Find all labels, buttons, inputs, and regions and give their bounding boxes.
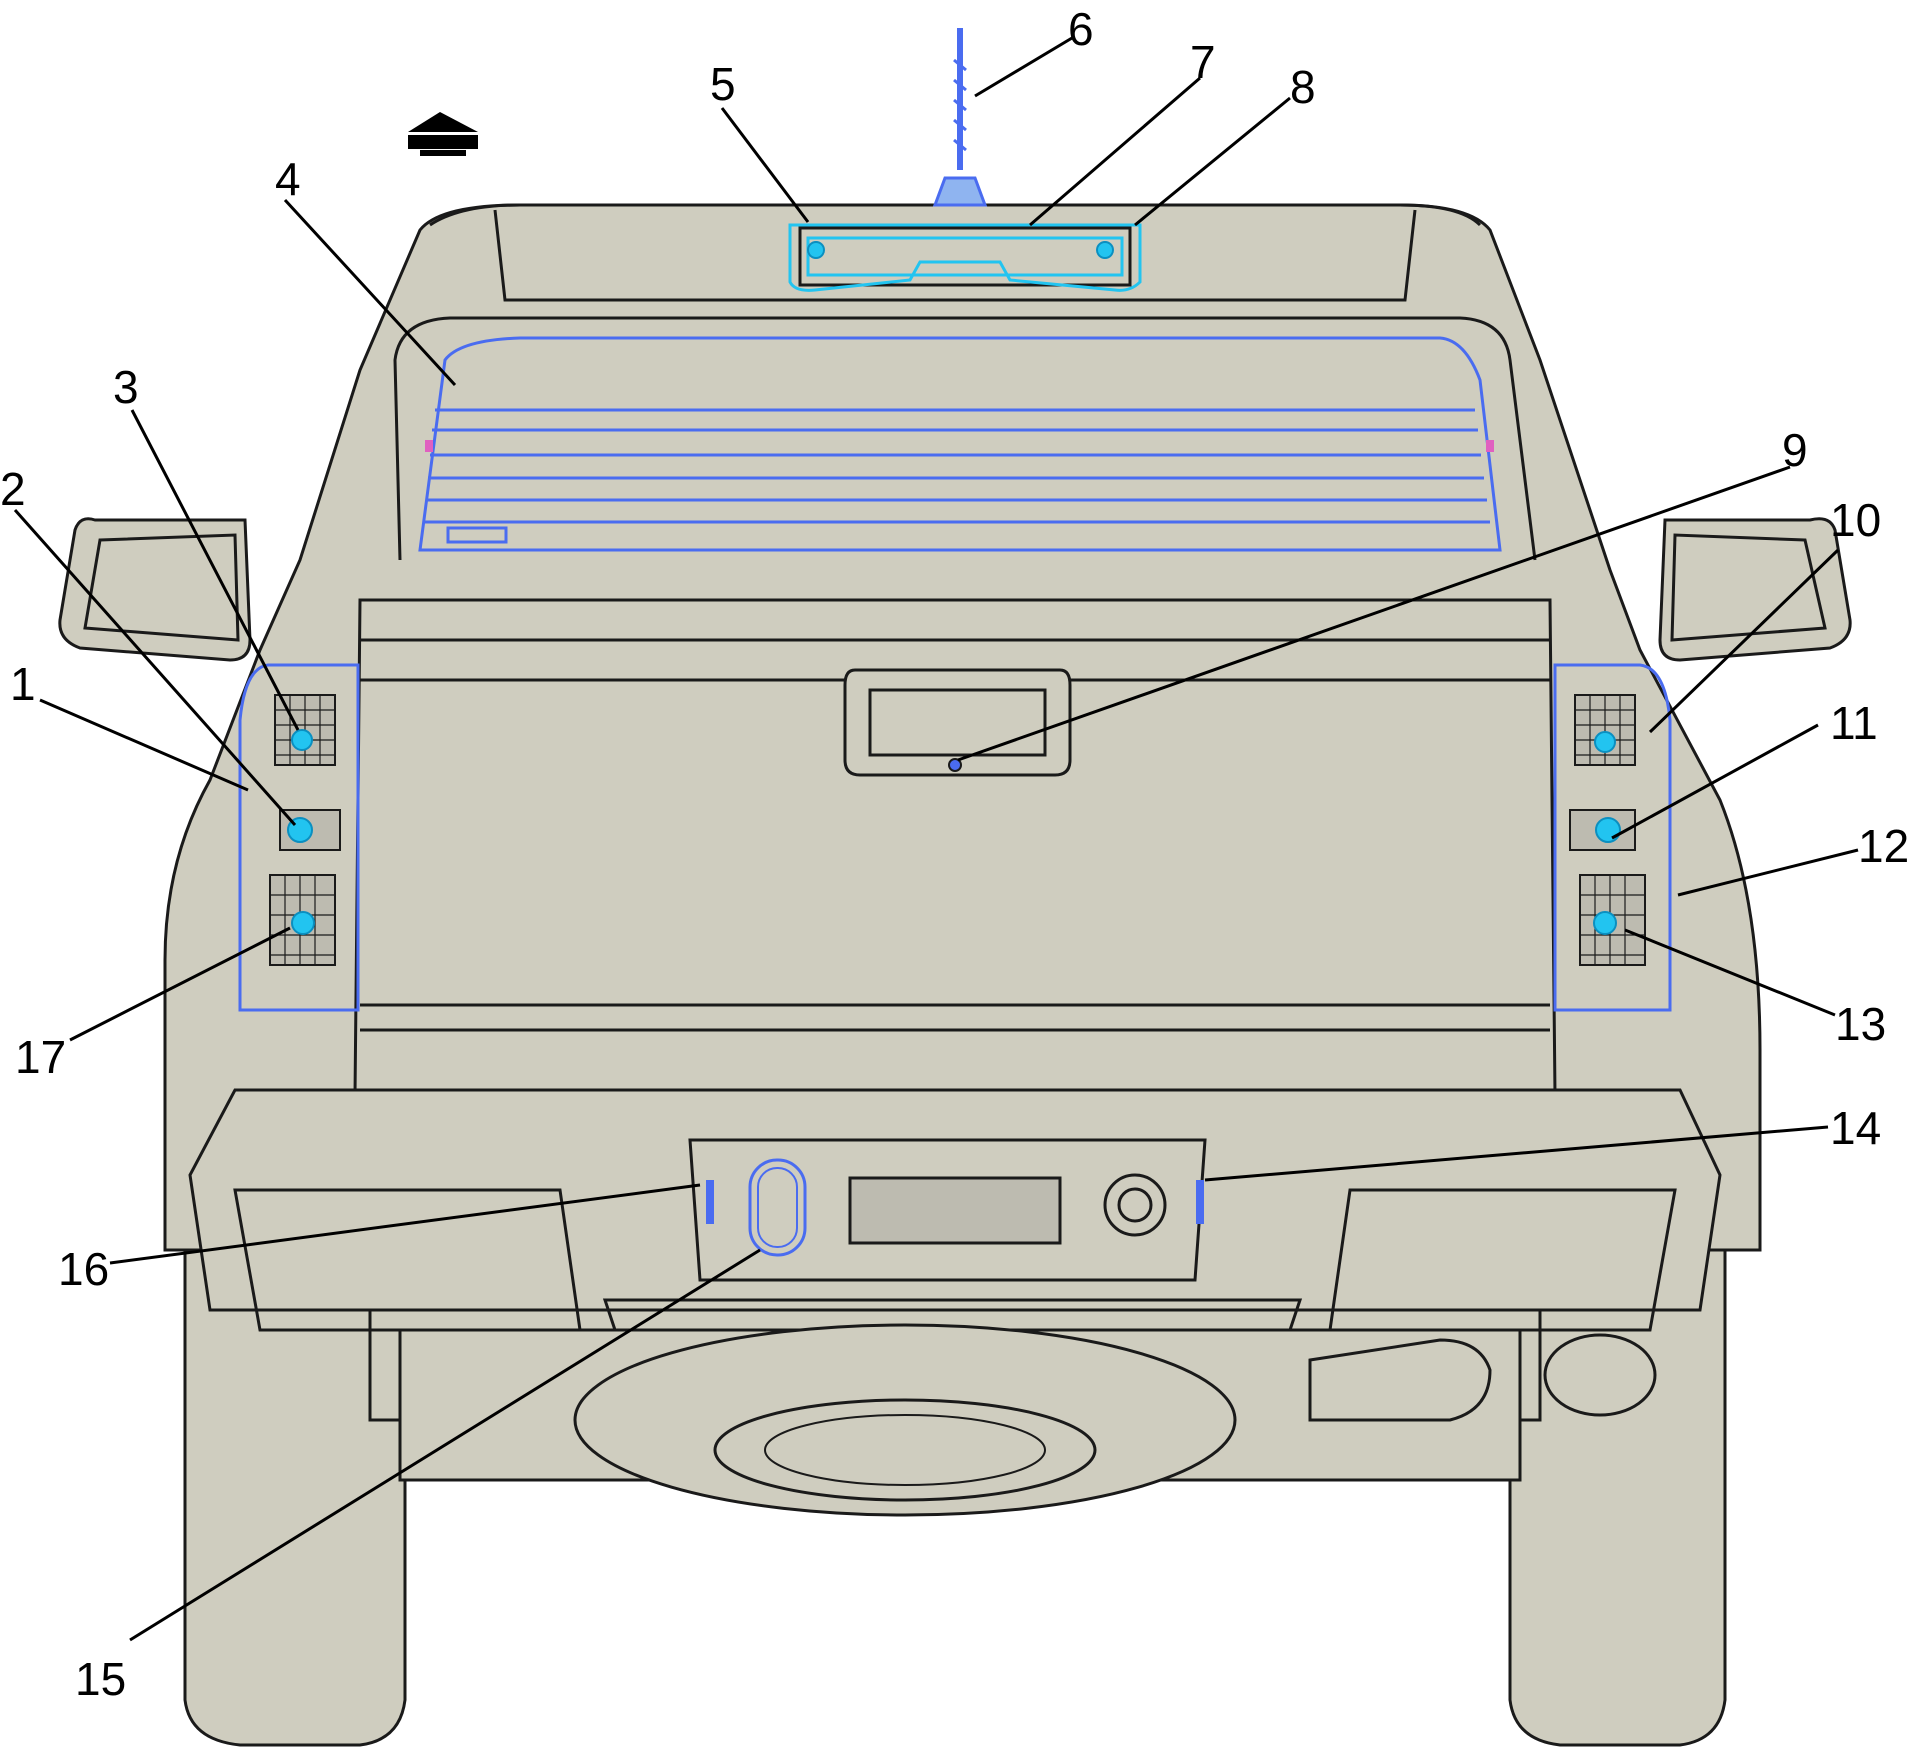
callout-8: 8 [1290, 61, 1316, 113]
left-tail-lamp [238, 663, 360, 1012]
callout-4: 4 [275, 153, 301, 205]
high-mount-stop-lamp [788, 223, 1142, 292]
side-mirrors [58, 517, 1852, 662]
callout-16: 16 [58, 1243, 109, 1295]
right-tail-lamp [1553, 663, 1672, 1012]
callout-2: 2 [0, 463, 26, 515]
up-arrow-front-icon [408, 112, 478, 156]
callout-11: 11 [1830, 697, 1878, 749]
callout-12: 12 [1858, 820, 1909, 872]
callout-labels: 1 2 3 4 5 6 7 8 9 10 11 12 13 14 15 16 1… [0, 3, 1909, 1705]
rear-tires [183, 1178, 1727, 1747]
callout-14: 14 [1830, 1102, 1881, 1154]
rear-bumper [188, 1088, 1722, 1332]
antenna [932, 28, 988, 207]
underbody [398, 1323, 1657, 1517]
callout-9: 9 [1782, 424, 1808, 476]
callout-7: 7 [1190, 36, 1216, 88]
leader-lines [13, 36, 1859, 1642]
callout-3: 3 [113, 361, 139, 413]
callout-17: 17 [15, 1031, 66, 1083]
callout-5: 5 [710, 58, 736, 110]
tailgate [353, 598, 1557, 1097]
callout-10: 10 [1830, 494, 1881, 546]
callout-13: 13 [1835, 998, 1886, 1050]
callout-15: 15 [75, 1653, 126, 1705]
callout-6: 6 [1068, 3, 1094, 55]
rear-window [418, 336, 1502, 552]
callout-1: 1 [10, 658, 36, 710]
